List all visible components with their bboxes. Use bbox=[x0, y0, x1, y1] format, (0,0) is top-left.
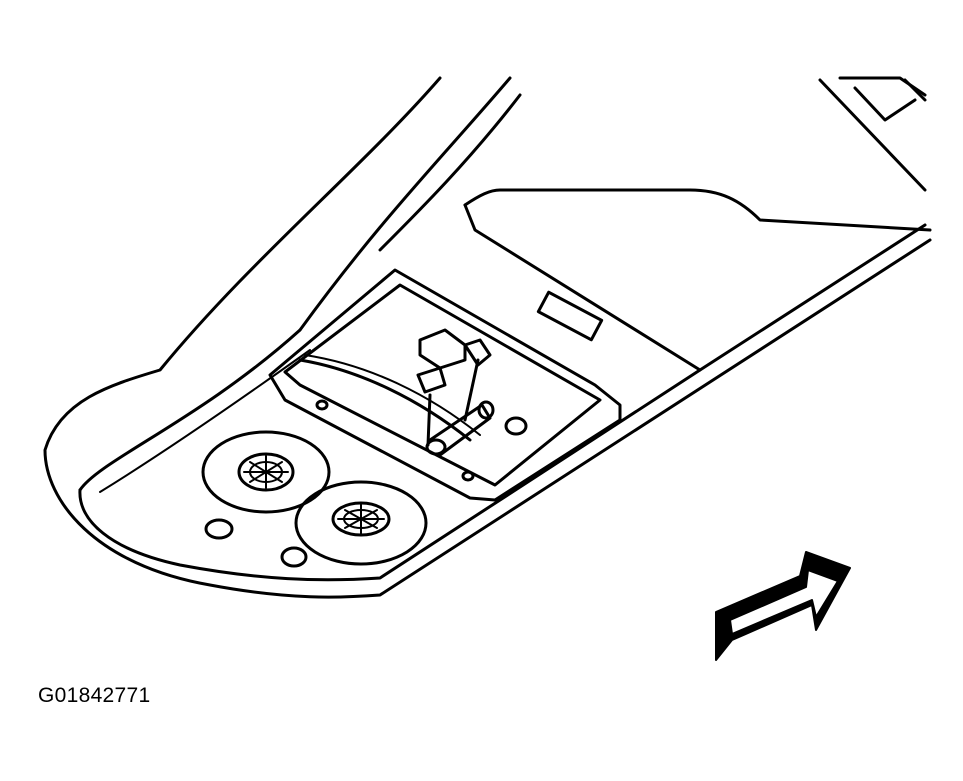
bulb-assembly bbox=[416, 328, 495, 457]
console-slot bbox=[536, 290, 604, 342]
left-round-lamp bbox=[201, 430, 331, 514]
figure-code: G01842771 bbox=[38, 684, 151, 707]
right-round-lamp bbox=[294, 480, 428, 566]
headliner-outline bbox=[43, 76, 932, 599]
map-lamp-housing bbox=[268, 268, 622, 502]
console-bezel bbox=[78, 188, 932, 582]
direction-arrow-icon bbox=[715, 551, 851, 661]
roof-panel-detail bbox=[818, 76, 927, 192]
fastener-holes bbox=[204, 399, 528, 568]
